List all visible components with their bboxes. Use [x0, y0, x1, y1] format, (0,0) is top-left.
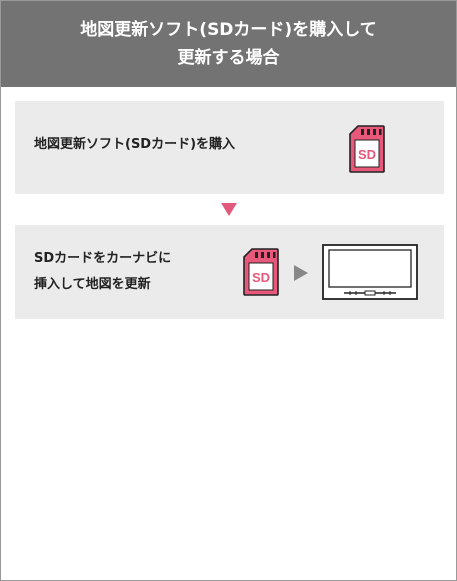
header-title-line2: 更新する場合	[177, 48, 280, 68]
step-2-text-line-1: SDカードをカーナビに	[34, 251, 172, 266]
step-2-text: SDカードをカーナビに 挿入して地図を更新	[34, 246, 171, 298]
header-title-line1: 地図更新ソフト(SDカード)を購入して	[80, 20, 377, 40]
sd-card-label: SD	[358, 147, 376, 162]
sd-card-label: SD	[252, 270, 270, 285]
step-1-panel: 地図更新ソフト(SDカード)を購入 SD	[15, 101, 444, 194]
sd-card-icon: SD	[243, 248, 279, 296]
down-arrow-icon	[221, 203, 237, 216]
step-1-text-line: 地図更新ソフト(SDカード)を購入	[34, 137, 236, 152]
car-navigation-monitor-icon	[322, 244, 418, 300]
step-2-panel: SDカードをカーナビに 挿入して地図を更新 SD	[15, 225, 444, 319]
step-2-text-line-2: 挿入して地図を更新	[34, 277, 151, 292]
play-arrow-icon	[294, 265, 308, 281]
header: 地図更新ソフト(SDカード)を購入して 更新する場合	[1, 1, 456, 87]
step-1-text: 地図更新ソフト(SDカード)を購入	[34, 132, 235, 158]
sd-card-icon: SD	[349, 125, 385, 173]
